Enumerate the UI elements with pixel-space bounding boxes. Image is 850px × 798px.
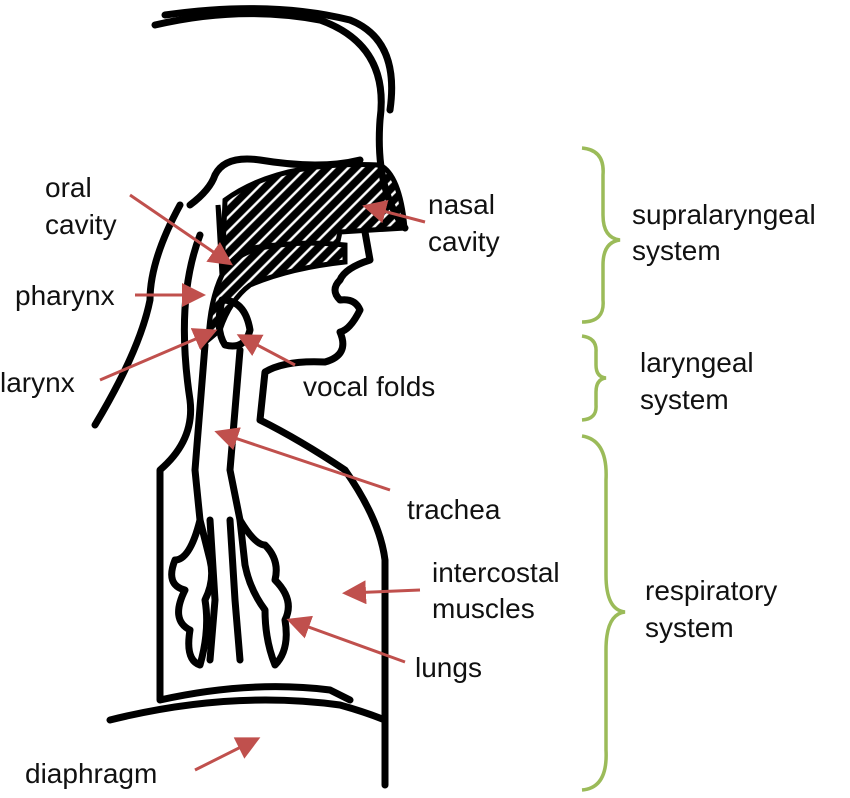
label-respiratory-2: system [645,612,734,643]
arrow-oral-cavity [129,193,233,266]
trachea-shape [191,341,244,524]
skull-outline [151,10,409,232]
back-neck-inner [156,231,204,534]
brace-supralaryngeal [581,146,621,324]
brace-laryngeal [581,334,607,422]
labels: oral cavity nasal cavity pharynx larynx … [0,172,816,789]
label-larynx: larynx [0,367,75,398]
label-pharynx: pharynx [15,280,115,311]
label-intercostal-2: muscles [432,593,535,624]
diaphragm-shape [106,696,389,724]
torso-outline [156,526,354,704]
skull-inner [161,5,396,114]
label-intercostal-1: intercostal [432,557,560,588]
arrow-diaphragm [194,737,261,772]
arrows [99,193,426,772]
label-laryngeal-1: laryngeal [640,347,754,378]
label-nasal-cavity-2: cavity [428,226,500,257]
right-lung [236,516,292,669]
braces [581,146,626,792]
arrow-trachea [214,427,391,492]
label-trachea: trachea [407,494,501,525]
label-supralaryngeal-2: system [632,235,721,266]
arrow-intercostal [342,580,421,605]
arrow-nasal-cavity [362,199,426,224]
label-lungs: lungs [415,652,482,683]
arrow-lungs [286,615,406,664]
brace-respiratory [581,434,626,792]
face-profile [256,228,389,789]
label-laryngeal-2: system [640,384,729,415]
label-oral-cavity-2: cavity [45,209,117,240]
arrow-larynx [99,328,218,382]
label-respiratory-1: respiratory [645,575,777,606]
label-oral-cavity-1: oral [45,172,92,203]
arrow-vocal-folds [236,334,296,367]
label-nasal-cavity-1: nasal [428,189,495,220]
bronchi [206,516,244,664]
left-lung [168,516,216,669]
label-vocal-folds: vocal folds [303,371,435,402]
body-outline [91,5,409,789]
back-neck [91,201,184,429]
label-supralaryngeal-1: supralaryngeal [632,199,816,230]
label-diaphragm: diaphragm [25,758,157,789]
head-top [186,155,364,209]
